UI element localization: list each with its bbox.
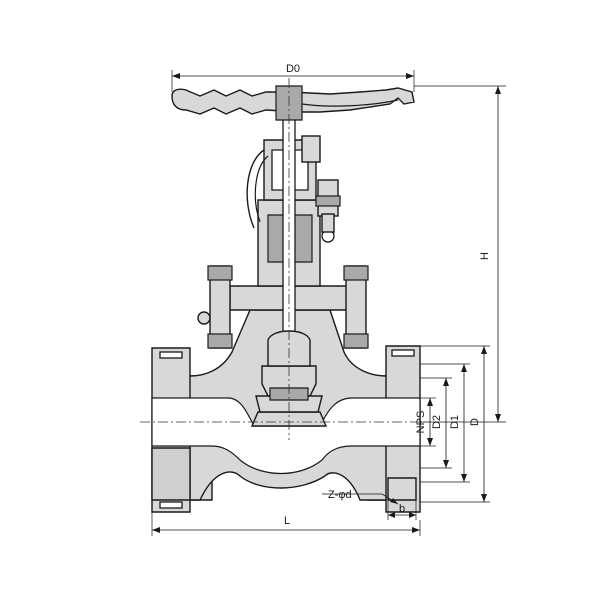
label-d0: D0 <box>286 63 300 75</box>
label-l: L <box>284 515 290 527</box>
label-d1: D1 <box>449 415 461 429</box>
yoke-nut <box>301 135 321 163</box>
label-h: H <box>479 252 491 260</box>
bonnet-bolts <box>197 179 369 349</box>
handwheel-spoke <box>301 99 399 107</box>
dimension-l: L <box>151 512 421 536</box>
left-bolt-hole-bottom <box>159 501 183 509</box>
yoke-arm-inner <box>254 155 269 223</box>
dimension-flange-stack: NPS D2 D1 D <box>415 345 490 503</box>
label-b: b <box>399 503 405 515</box>
gland-bolt-nut <box>315 195 341 207</box>
right-bolt-nut-bottom <box>343 333 369 349</box>
dimension-bolt-holes: Z-φd <box>322 489 399 505</box>
yoke-arm <box>246 149 265 229</box>
left-flange-hub <box>151 447 191 501</box>
right-bolt-nut-top <box>343 265 369 281</box>
label-d: D <box>469 418 481 426</box>
right-flange-pad <box>387 477 417 501</box>
right-bolt-hole-top <box>391 349 415 357</box>
dimension-b: b <box>387 500 417 520</box>
dimension-h: H <box>414 85 506 423</box>
label-d2: D2 <box>431 415 443 429</box>
left-bolt-hole-top <box>159 351 183 359</box>
left-gland-eye <box>197 311 211 325</box>
seat-bridge <box>250 411 328 427</box>
left-bolt-nut-top <box>207 265 233 281</box>
handwheel <box>171 85 415 121</box>
label-bolt-holes: Z-φd <box>328 489 352 501</box>
label-nps: NPS <box>415 411 427 434</box>
left-bolt-nut-bottom <box>207 333 233 349</box>
gland-bolt-link <box>321 213 335 233</box>
dimension-d0: D0 <box>171 63 415 92</box>
